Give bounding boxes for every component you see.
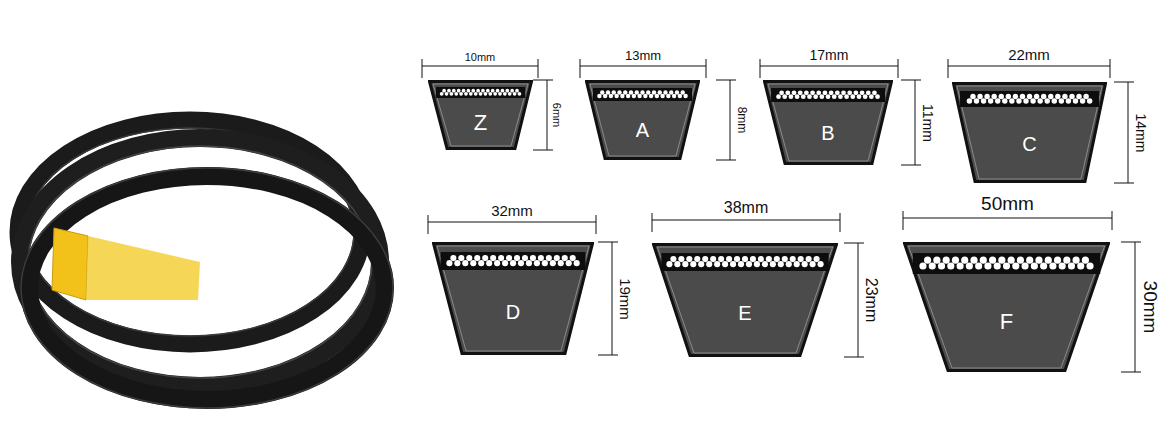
- dimension-line: [1121, 242, 1141, 243]
- dimension-line: [580, 59, 581, 78]
- trapezoid-outline: [432, 242, 594, 355]
- dimension-line: [1121, 372, 1141, 373]
- dimension-line: [422, 66, 538, 67]
- belt-section: A: [585, 80, 700, 160]
- dimension-line: [596, 215, 597, 234]
- belt-photo: [18, 120, 393, 408]
- belt-section: E: [652, 243, 838, 357]
- dimension-line: [547, 80, 548, 150]
- dimension-label: 11mm: [919, 102, 934, 144]
- dimension-label: 23mm: [863, 276, 881, 324]
- dimension-line: [716, 160, 736, 161]
- dimension-line: [1114, 82, 1134, 83]
- dimension-line: [760, 59, 761, 78]
- dimension-line: [428, 215, 429, 234]
- dimension-line: [1114, 183, 1134, 184]
- dimension-line: [730, 80, 731, 160]
- dimension-line: [580, 66, 706, 67]
- dimension-line: [706, 59, 707, 78]
- belt-section: F: [903, 242, 1110, 372]
- dimension-line: [844, 243, 864, 244]
- dimension-label: 6mm: [551, 101, 563, 129]
- dimension-line: [598, 355, 618, 356]
- dimension-line: [598, 242, 618, 243]
- dimension-label: 14mm: [1132, 111, 1147, 154]
- section-letter: C: [952, 134, 1107, 154]
- dimension-label: 17mm: [808, 48, 851, 63]
- dimension-label: 19mm: [617, 276, 634, 322]
- dimension-line: [898, 59, 899, 78]
- dimension-label: 10mm: [463, 51, 498, 63]
- dimension-line: [1110, 59, 1111, 78]
- dimension-line: [428, 222, 596, 223]
- dimension-label: 13mm: [623, 49, 663, 63]
- trapezoid-outline: [903, 242, 1110, 372]
- dimension-line: [903, 211, 904, 230]
- dimension-line: [901, 80, 921, 81]
- section-letter: F: [903, 311, 1110, 333]
- dimension-line: [652, 213, 653, 232]
- trapezoid-outline: [652, 243, 838, 357]
- section-letter: D: [432, 302, 594, 322]
- dimension-label: 38mm: [722, 199, 770, 217]
- dimension-line: [948, 66, 1110, 67]
- dimension-label: 32mm: [489, 203, 535, 220]
- section-letter: E: [652, 303, 838, 323]
- dimension-line: [858, 243, 859, 357]
- dimension-line: [901, 165, 921, 166]
- dimension-line: [844, 357, 864, 358]
- dimension-label: 22mm: [1006, 47, 1052, 64]
- dimension-line: [1128, 82, 1129, 183]
- dimension-lines: [422, 59, 1141, 372]
- dimension-line: [422, 59, 423, 78]
- dimension-line: [612, 242, 613, 355]
- dimension-line: [652, 220, 840, 221]
- dimension-label: 30mm: [1140, 279, 1161, 336]
- dimension-line: [533, 150, 553, 151]
- dimension-label: 8mm: [734, 105, 747, 136]
- belt-section: C: [952, 82, 1107, 183]
- section-letter: Z: [428, 112, 533, 134]
- dimension-line: [840, 213, 841, 232]
- belt-section: B: [763, 80, 893, 165]
- dimension-line: [1112, 211, 1113, 230]
- dimension-line: [903, 218, 1112, 219]
- belt-section: D: [432, 242, 594, 355]
- dimension-line: [915, 80, 916, 165]
- dimension-line: [1135, 242, 1136, 372]
- dimension-label: 50mm: [979, 194, 1036, 215]
- dimension-line: [533, 80, 553, 81]
- dimension-line: [538, 59, 539, 78]
- section-letter: A: [585, 120, 700, 140]
- dimension-line: [948, 59, 949, 78]
- belt-section: Z: [428, 80, 533, 150]
- dimension-line: [760, 66, 898, 67]
- dimension-line: [716, 80, 736, 81]
- section-letter: B: [763, 123, 893, 143]
- trapezoid-outline: [952, 82, 1107, 183]
